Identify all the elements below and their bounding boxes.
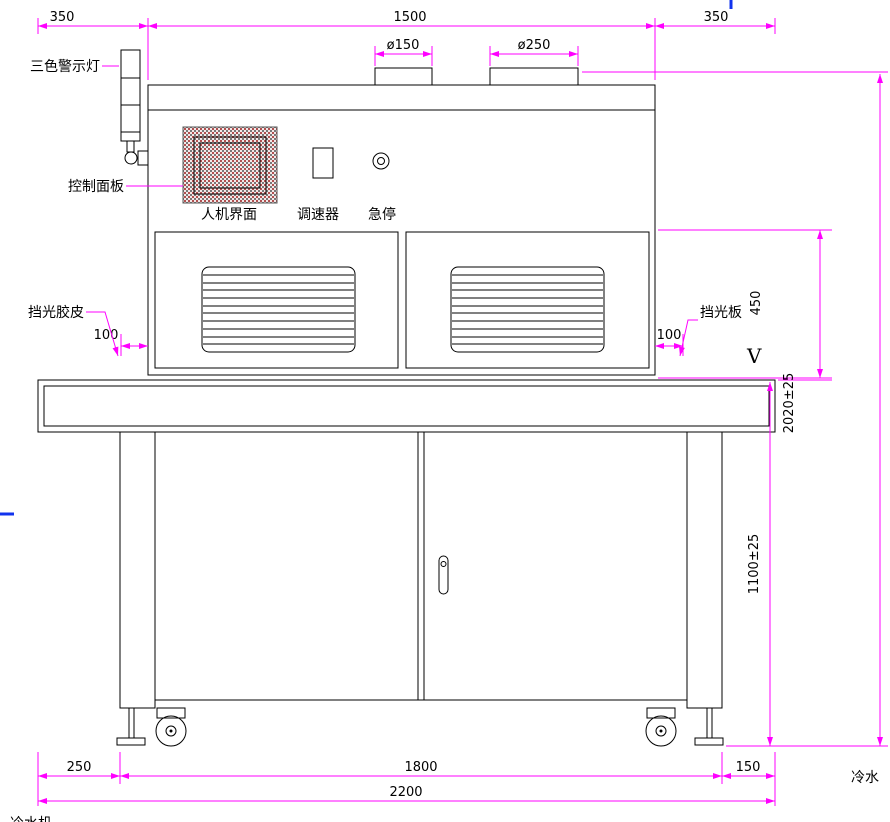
dim-bottom-span-value: 1800 [404, 760, 437, 775]
hmi-hatched-frame [182, 126, 278, 204]
door-handle [438, 555, 449, 595]
cold-water-label: 冷水 [851, 770, 879, 786]
label-leader-lines [86, 65, 698, 357]
dimensions-right-side: 450 1100±25 2020±25 [582, 71, 888, 747]
leveling-foot-screw-left [128, 707, 135, 739]
louver-panel-right-frame [405, 231, 650, 369]
hmi-screen [199, 142, 261, 189]
leader-shield-plate [679, 319, 698, 357]
dimensions-diameters: ø150 ø250 [374, 38, 579, 66]
machine-upper-body [147, 67, 656, 376]
caster-hub-right [655, 725, 667, 737]
speed-controller-label: 调速器 [297, 207, 339, 223]
warning-light-label: 三色警示灯 [30, 58, 100, 75]
dim-offset-left-value: 100 [94, 328, 119, 343]
louver-block-left [201, 266, 356, 353]
dim-top-left-value: 350 [50, 10, 75, 25]
door-handle-lock [440, 561, 447, 567]
caster-axle-right [659, 729, 663, 733]
caster-wheel-left [155, 715, 187, 747]
emergency-stop-button-inner [377, 157, 385, 165]
casters-and-feet [116, 707, 724, 747]
dim-louver-height-value: 450 [749, 291, 764, 316]
text-labels: 三色警示灯 控制面板 人机界面 调速器 急停 挡光胶皮 挡光板 V 冷水 冷水机 [10, 58, 879, 822]
table-inner-line [43, 385, 770, 427]
emergency-stop-button-outer [372, 152, 390, 170]
shield-rubber-label: 挡光胶皮 [28, 304, 84, 321]
louver-slats-right [452, 274, 603, 345]
control-panel-group [182, 126, 390, 204]
caster-wheel-right [645, 715, 677, 747]
right-extension-lines [582, 71, 888, 747]
red-light-segment [120, 49, 141, 79]
caster-axle-left [169, 729, 173, 733]
dim-overall-height-value: 2020±25 [782, 373, 797, 434]
dim-overall-width-value: 2200 [389, 785, 422, 800]
blue-artifacts [0, 0, 733, 516]
caster-hub-left [165, 725, 177, 737]
lower-cabinet [119, 431, 723, 709]
leveling-foot-screw-right [706, 707, 713, 739]
dim-bottom-left-value: 250 [67, 760, 92, 775]
leader-shield-rubber [86, 311, 119, 357]
dim-offset-right-value: 100 [657, 328, 682, 343]
leveling-foot-pad-right [694, 737, 724, 746]
table-outline [37, 379, 776, 433]
cabinet-doors-outline [154, 431, 688, 701]
dim-top-right-value: 350 [704, 10, 729, 25]
speed-controller-box [312, 147, 334, 179]
dim-dia-small-value: ø150 [387, 38, 420, 53]
louver-block-right [450, 266, 605, 353]
dimensions-top-row: 350 1500 350 [37, 10, 776, 80]
caster-bracket-right [646, 707, 676, 719]
dim-top-span-value: 1500 [393, 10, 426, 25]
shield-plate-label: 挡光板 [700, 305, 742, 321]
dim-bottom-right-value: 150 [736, 760, 761, 775]
hmi-label: 人机界面 [201, 207, 257, 223]
cabinet-leg-right [686, 431, 723, 709]
louver-panels [154, 231, 650, 369]
top-port-large [489, 67, 579, 86]
bottom-extension-lines [37, 752, 776, 806]
top-port-small [374, 67, 433, 86]
yellow-light-segment [120, 77, 141, 106]
green-light-segment [120, 104, 141, 133]
bottom-clipped-label: 冷水机 [10, 816, 52, 822]
emergency-stop-label: 急停 [368, 206, 396, 223]
light-stem [126, 140, 135, 153]
warning-light-tower [120, 49, 149, 166]
leveling-foot-pad-left [116, 737, 146, 746]
control-panel-label: 控制面板 [68, 179, 124, 195]
hmi-bezel [193, 136, 267, 195]
dim-table-height-value: 1100±25 [747, 534, 762, 595]
dimensions-bottom-rows: 250 1800 150 2200 [37, 752, 776, 806]
cabinet-leg-left [119, 431, 156, 709]
light-mount-joint [124, 151, 138, 165]
dim-dia-large-value: ø250 [518, 38, 551, 53]
light-mount-bracket [137, 150, 149, 166]
louver-panel-left-frame [154, 231, 399, 369]
caster-bracket-left [156, 707, 186, 719]
work-table [37, 379, 776, 433]
louver-slats-left [203, 274, 354, 345]
light-base [120, 131, 141, 142]
v-symbol: V [746, 344, 762, 368]
